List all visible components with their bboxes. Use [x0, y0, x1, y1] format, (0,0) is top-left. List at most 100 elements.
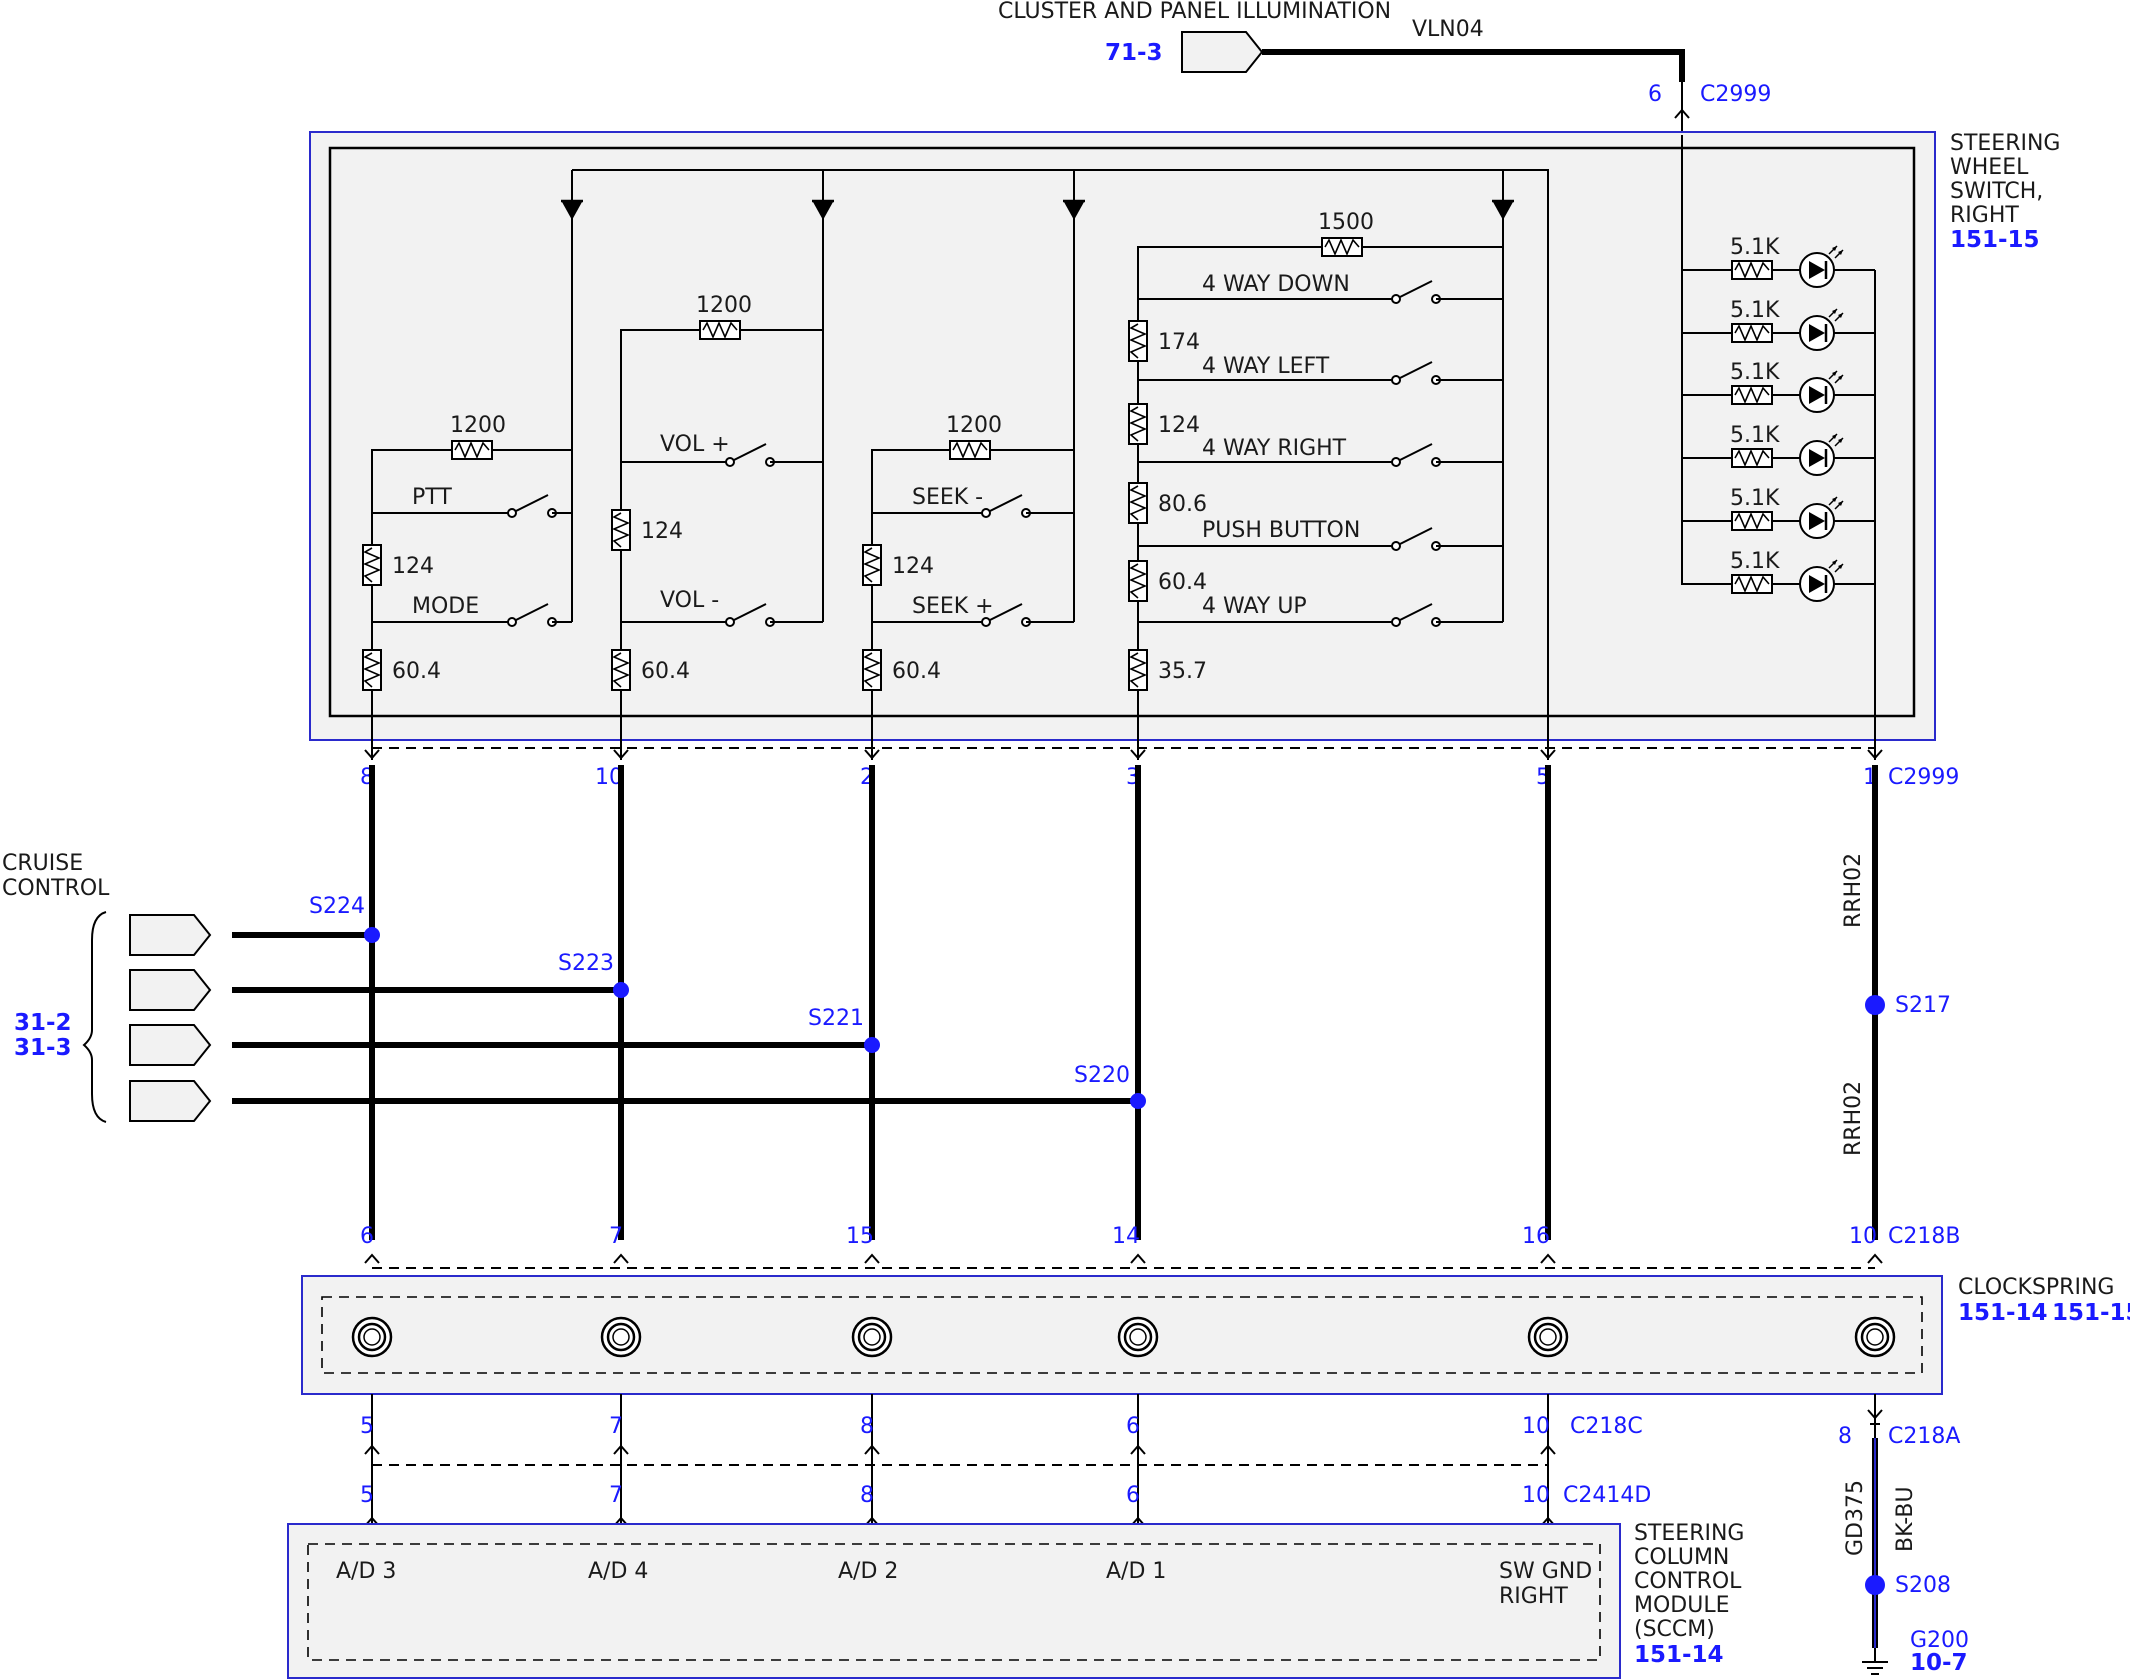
cruise-tag-3 — [129, 1024, 211, 1066]
svg-text:SEEK +: SEEK + — [912, 594, 994, 619]
splice-s220 — [1130, 1093, 1146, 1109]
led-resistor-label: 5.1K — [1730, 486, 1780, 511]
clockspring-ref-1[interactable]: 151-14 — [1958, 1300, 2048, 1326]
resistor-604-g2 — [611, 649, 631, 691]
sccm-sw-gnd: SW GND — [1499, 1559, 1592, 1584]
clockspring-coil — [600, 1316, 642, 1358]
svg-text:124: 124 — [392, 554, 434, 579]
resistor-604-g4 — [1128, 560, 1148, 602]
pin-number: 7 — [609, 1414, 623, 1439]
sccm-input-ad2: A/D 2 — [838, 1559, 898, 1584]
led-resistor-label: 5.1K — [1730, 360, 1780, 385]
pin-mark — [1867, 1254, 1883, 1264]
svg-text:CONTROL: CONTROL — [1634, 1569, 1742, 1594]
cruise-tag-2 — [129, 969, 211, 1011]
pin-number: 6 — [360, 1224, 374, 1249]
svg-text:124: 124 — [641, 519, 683, 544]
svg-text:35.7: 35.7 — [1158, 659, 1207, 684]
pin-number: 5 — [360, 1483, 374, 1508]
svg-text:RIGHT: RIGHT — [1950, 203, 2019, 228]
led-row: 5.1K — [1682, 298, 1875, 352]
c218b-connector: C218B — [1888, 1224, 1960, 1249]
sccm-outline — [287, 1523, 1621, 1679]
svg-text:80.6: 80.6 — [1158, 492, 1207, 517]
svg-text:124: 124 — [892, 554, 934, 579]
svg-text:VOL +: VOL + — [660, 432, 730, 457]
g200-ref[interactable]: 10-7 — [1910, 1650, 1968, 1676]
splice-s217 — [1865, 995, 1885, 1015]
svg-text:60.4: 60.4 — [641, 659, 690, 684]
svg-text:SEEK -: SEEK - — [912, 485, 983, 510]
sccm-inner — [307, 1543, 1601, 1661]
steering-wheel-switch-ref[interactable]: 151-15 — [1950, 227, 2040, 253]
svg-text:S223: S223 — [558, 951, 614, 976]
cruise-brace — [82, 911, 107, 1123]
clockspring-ref-2[interactable]: 151-15 — [2052, 1300, 2130, 1326]
led-resistor-label: 5.1K — [1730, 298, 1780, 323]
pin-number: 6 — [1126, 1414, 1140, 1439]
resistor-5-1k — [1731, 385, 1773, 405]
cruise-tag-4 — [129, 1080, 211, 1122]
svg-text:4 WAY LEFT: 4 WAY LEFT — [1202, 354, 1330, 379]
switch-inner-box — [328, 146, 1916, 718]
pin-number: 14 — [1112, 1224, 1140, 1249]
sccm-input-ad1: A/D 1 — [1106, 1559, 1166, 1584]
svg-text:60.4: 60.4 — [892, 659, 941, 684]
cruise-ref-1[interactable]: 31-2 — [14, 1010, 72, 1036]
pin-mark — [364, 1254, 380, 1264]
c2999-top-pin: 6 — [1648, 82, 1662, 107]
resistor-357 — [1128, 649, 1148, 691]
pin-number: 10 — [1849, 1224, 1877, 1249]
svg-text:PTT: PTT — [412, 485, 452, 510]
c218a-connector: C218A — [1888, 1424, 1960, 1449]
resistor-604-g3 — [862, 649, 882, 691]
pin-number: 7 — [609, 1483, 623, 1508]
svg-text:STEERING: STEERING — [1950, 131, 2060, 156]
svg-text:S221: S221 — [808, 1006, 864, 1031]
rrh02-label-2: RRH02 — [1841, 1081, 1866, 1156]
resistor-1200-g1 — [451, 440, 493, 460]
sccm-input-ad4: A/D 4 — [588, 1559, 648, 1584]
cruise-ref-2[interactable]: 31-3 — [14, 1035, 72, 1061]
svg-text:MODE: MODE — [412, 594, 479, 619]
illumination-ref[interactable]: 71-3 — [1105, 40, 1163, 66]
cruise-control-label: CRUISE CONTROL — [2, 851, 110, 901]
svg-text:60.4: 60.4 — [392, 659, 441, 684]
clockspring-label: CLOCKSPRING — [1958, 1275, 2114, 1300]
sccm-sw-gnd-right: RIGHT — [1499, 1584, 1568, 1609]
pin-mark — [864, 1254, 880, 1264]
pin-number: 5 — [360, 1414, 374, 1439]
gd375-label: GD375 — [1843, 1480, 1868, 1556]
pin-number: 16 — [1522, 1224, 1550, 1249]
sccm-ref[interactable]: 151-14 — [1634, 1642, 1724, 1668]
svg-text:CONTROL: CONTROL — [2, 876, 110, 901]
svg-text:1200: 1200 — [946, 413, 1002, 438]
clockspring-inner — [321, 1296, 1923, 1374]
g200-label: G200 — [1910, 1628, 1969, 1653]
svg-text:1500: 1500 — [1318, 210, 1374, 235]
svg-text:60.4: 60.4 — [1158, 570, 1207, 595]
resistor-5-1k — [1731, 448, 1773, 468]
sccm-input-ad3: A/D 3 — [336, 1559, 396, 1584]
ground-symbol — [1862, 1648, 1888, 1675]
svg-text:CRUISE: CRUISE — [2, 851, 83, 876]
svg-text:1200: 1200 — [450, 413, 506, 438]
led-resistor-label: 5.1K — [1730, 423, 1780, 448]
svg-text:MODULE: MODULE — [1634, 1593, 1730, 1618]
common-bus — [572, 169, 1549, 760]
resistor-124-g1 — [362, 544, 382, 586]
splice-s221 — [864, 1037, 880, 1053]
svg-text:4 WAY RIGHT: 4 WAY RIGHT — [1202, 436, 1347, 461]
clockspring-coil — [351, 1316, 393, 1358]
c218a-pin: 8 — [1838, 1424, 1852, 1449]
led-row: 5.1K — [1682, 235, 1875, 289]
svg-text:PUSH BUTTON: PUSH BUTTON — [1202, 518, 1360, 543]
clockspring-coil — [1527, 1316, 1569, 1358]
rrh02-label-1: RRH02 — [1841, 853, 1866, 928]
led-row: 5.1K — [1682, 486, 1875, 540]
vln04-label: VLN04 — [1412, 17, 1484, 42]
steering-wheel-switch-label: STEERING WHEEL SWITCH, RIGHT 151-15 — [1950, 131, 2060, 253]
